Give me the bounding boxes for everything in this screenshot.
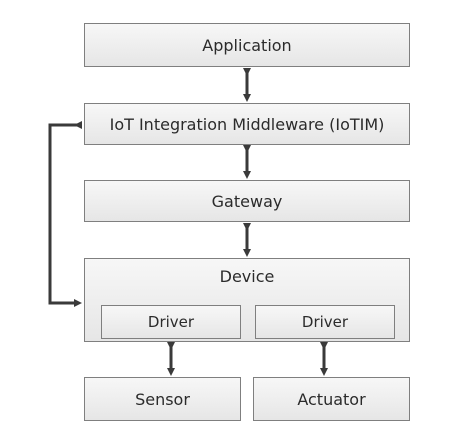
middleware-box: IoT Integration Middleware (IoTIM) xyxy=(84,103,410,145)
driver-box-right: Driver xyxy=(255,305,395,339)
driver-label-left: Driver xyxy=(147,313,195,331)
device-label: Device xyxy=(219,267,275,286)
driver-box-left: Driver xyxy=(101,305,241,339)
gateway-box: Gateway xyxy=(84,180,410,222)
sensor-box: Sensor xyxy=(84,377,241,421)
sensor-label: Sensor xyxy=(135,389,190,409)
driver-label-right: Driver xyxy=(301,313,349,331)
arrow-middleware-device-loop xyxy=(48,121,82,307)
middleware-label: IoT Integration Middleware (IoTIM) xyxy=(109,114,385,134)
actuator-box: Actuator xyxy=(253,377,410,421)
application-box: Application xyxy=(84,23,410,67)
application-label: Application xyxy=(202,35,292,55)
gateway-label: Gateway xyxy=(211,191,283,211)
actuator-label: Actuator xyxy=(297,389,366,409)
